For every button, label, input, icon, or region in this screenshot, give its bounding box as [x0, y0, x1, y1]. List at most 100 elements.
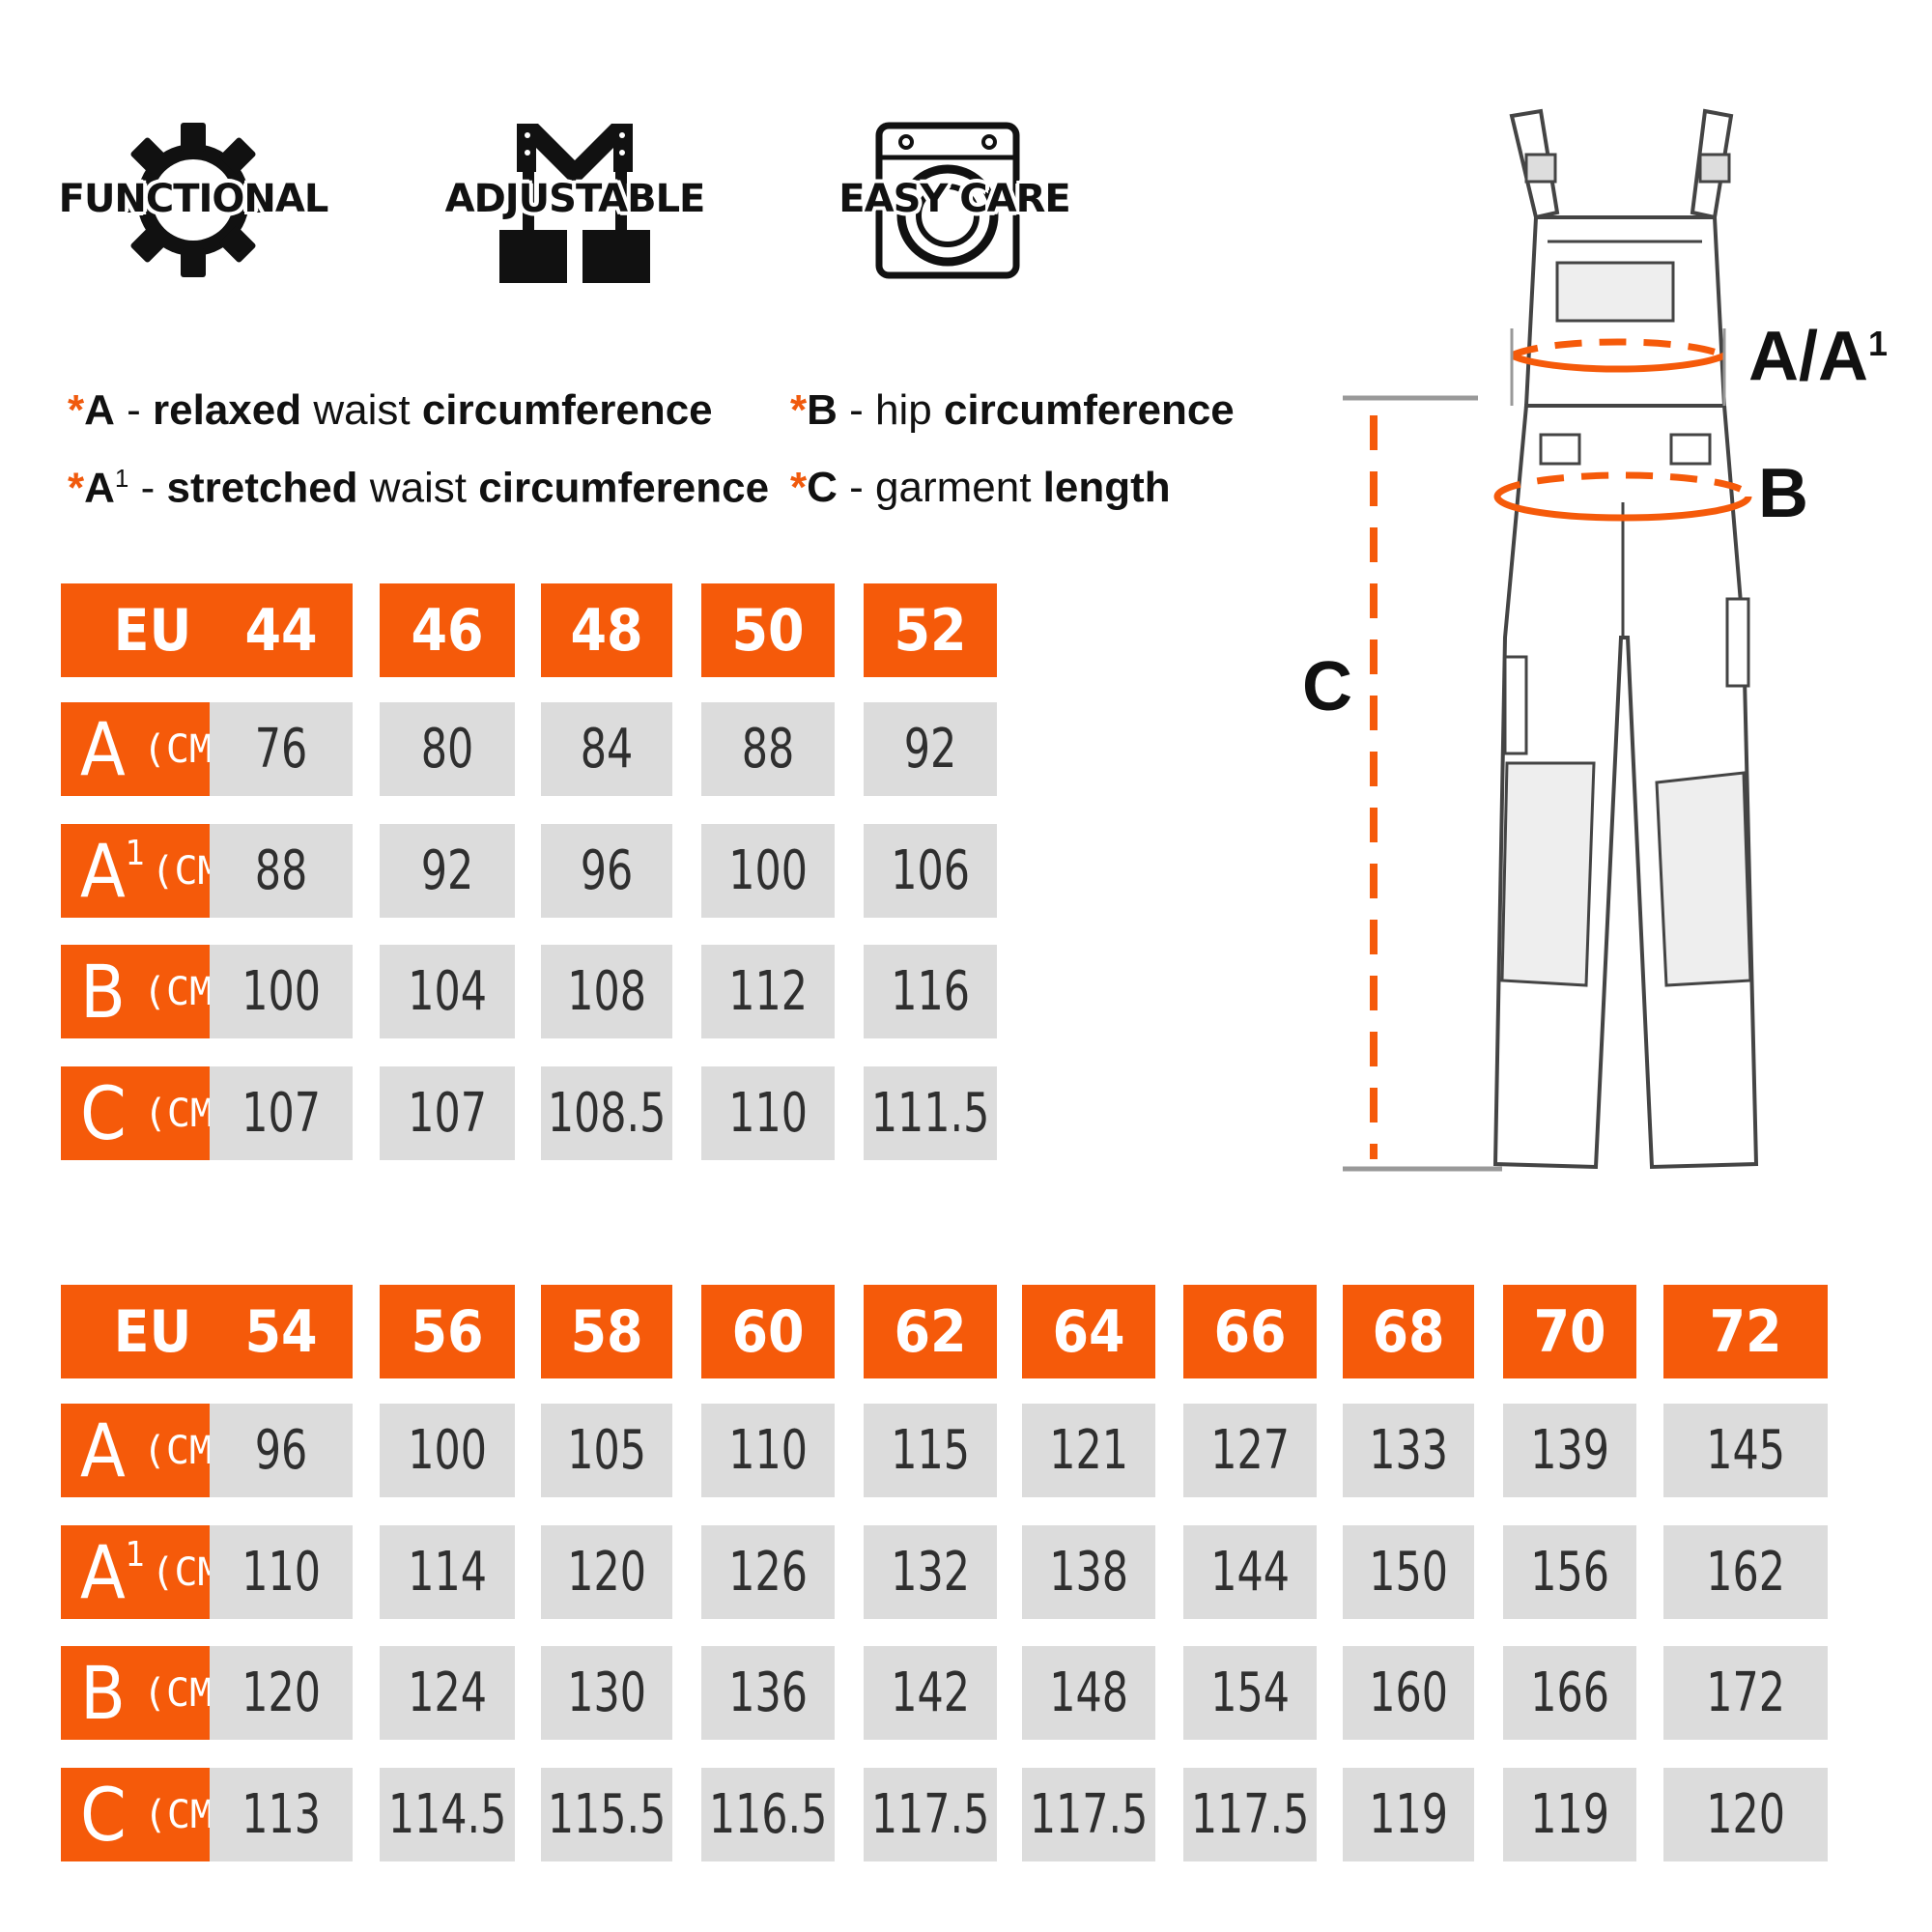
value-cell: 166	[1503, 1646, 1636, 1740]
size-header-60: 60	[701, 1285, 835, 1378]
value-cell: 142	[864, 1646, 997, 1740]
value-cell: 107	[210, 1066, 353, 1160]
value-cell: 110	[701, 1066, 835, 1160]
value-text: 104	[408, 960, 487, 1023]
washing-machine-icon	[875, 122, 1020, 279]
value-text: 132	[891, 1541, 970, 1604]
value-text: 114	[408, 1541, 487, 1604]
value-cell: 136	[701, 1646, 835, 1740]
value-text: 120	[567, 1541, 646, 1604]
value-text: 115.5	[547, 1783, 667, 1846]
measure-letter: C	[80, 1771, 127, 1858]
size-header-68: 68	[1343, 1285, 1474, 1378]
size-header-70: 70	[1503, 1285, 1636, 1378]
value-text: 100	[242, 960, 321, 1023]
overalls-illustration	[1343, 108, 1759, 1172]
value-cell: 115.5	[541, 1768, 672, 1861]
measure-letter: C	[80, 1069, 127, 1156]
value-text: 126	[728, 1541, 808, 1604]
value-text: 124	[408, 1662, 487, 1724]
value-cell: 150	[1343, 1525, 1474, 1619]
value-text: 121	[1049, 1419, 1128, 1482]
measure-letter: A	[80, 705, 126, 792]
value-text: 110	[728, 1419, 808, 1482]
value-cell: 156	[1503, 1525, 1636, 1619]
value-text: 117.5	[1190, 1783, 1310, 1846]
legend-a1: *A1 - stretched waist circumference	[68, 464, 770, 512]
value-text: 107	[408, 1082, 487, 1145]
value-cell: 160	[1343, 1646, 1474, 1740]
value-text: 105	[567, 1419, 646, 1482]
overalls-diagram: A/A1 B C	[1302, 97, 1913, 1198]
size-header-64: 64	[1022, 1285, 1155, 1378]
value-text: 144	[1210, 1541, 1290, 1604]
value-text: 108	[567, 960, 646, 1023]
measure-letter: B	[80, 1649, 126, 1736]
size-header-56: 56	[380, 1285, 515, 1378]
value-text: 110	[242, 1541, 321, 1604]
size-header-54: 54	[210, 1285, 353, 1378]
legend-b: *B - hip circumference	[790, 386, 1235, 434]
value-text: 92	[420, 839, 474, 902]
value-cell: 138	[1022, 1525, 1155, 1619]
value-cell: 115	[864, 1404, 997, 1497]
measure-letter: B	[80, 948, 126, 1035]
badge-label-adjustable: ADJUSTABLE	[444, 177, 706, 221]
measure-superscript: 1	[125, 833, 146, 873]
value-cell: 120	[541, 1525, 672, 1619]
value-text: 136	[728, 1662, 808, 1724]
value-cell: 148	[1022, 1646, 1155, 1740]
value-text: 88	[254, 839, 308, 902]
value-text: 162	[1706, 1541, 1785, 1604]
size-header-46: 46	[380, 583, 515, 677]
value-cell: 96	[210, 1404, 353, 1497]
legend-c: *C - garment length	[790, 464, 1171, 511]
value-text: 116	[891, 960, 970, 1023]
value-text: 76	[254, 718, 308, 781]
value-cell: 130	[541, 1646, 672, 1740]
value-cell: 154	[1183, 1646, 1317, 1740]
value-text: 100	[728, 839, 808, 902]
badge-adjustable: ADJUSTABLE	[440, 114, 710, 288]
value-text: 154	[1210, 1662, 1290, 1724]
value-cell: 104	[380, 945, 515, 1038]
value-cell: 120	[1663, 1768, 1828, 1861]
value-text: 111.5	[870, 1082, 990, 1145]
size-header-58: 58	[541, 1285, 672, 1378]
size-header-62: 62	[864, 1285, 997, 1378]
size-header-66: 66	[1183, 1285, 1317, 1378]
value-cell: 172	[1663, 1646, 1828, 1740]
value-text: 138	[1049, 1541, 1128, 1604]
badge-easy-care: EASY CARE	[819, 121, 1090, 285]
value-cell: 106	[864, 824, 997, 918]
value-cell: 145	[1663, 1404, 1828, 1497]
value-text: 96	[580, 839, 634, 902]
gear-icon	[116, 123, 270, 277]
diagram-label-c: C	[1302, 648, 1352, 725]
value-cell: 114	[380, 1525, 515, 1619]
value-cell: 96	[541, 824, 672, 918]
value-cell: 116.5	[701, 1768, 835, 1861]
value-cell: 92	[380, 824, 515, 918]
value-cell: 144	[1183, 1525, 1317, 1619]
value-text: 172	[1706, 1662, 1785, 1724]
value-text: 117.5	[870, 1783, 990, 1846]
value-text: 116.5	[708, 1783, 828, 1846]
value-text: 88	[741, 718, 795, 781]
value-text: 156	[1530, 1541, 1609, 1604]
value-text: 110	[728, 1082, 808, 1145]
value-text: 114.5	[387, 1783, 507, 1846]
suspenders-icon	[499, 124, 650, 283]
legend-a: *A - relaxed waist circumference	[68, 386, 713, 434]
value-text: 150	[1369, 1541, 1448, 1604]
value-text: 107	[242, 1082, 321, 1145]
value-text: 160	[1369, 1662, 1448, 1724]
value-cell: 88	[701, 702, 835, 796]
value-text: 84	[580, 718, 634, 781]
diagram-label-b: B	[1758, 455, 1808, 532]
value-cell: 117.5	[1183, 1768, 1317, 1861]
value-cell: 108	[541, 945, 672, 1038]
value-text: 145	[1706, 1419, 1785, 1482]
value-cell: 117.5	[864, 1768, 997, 1861]
